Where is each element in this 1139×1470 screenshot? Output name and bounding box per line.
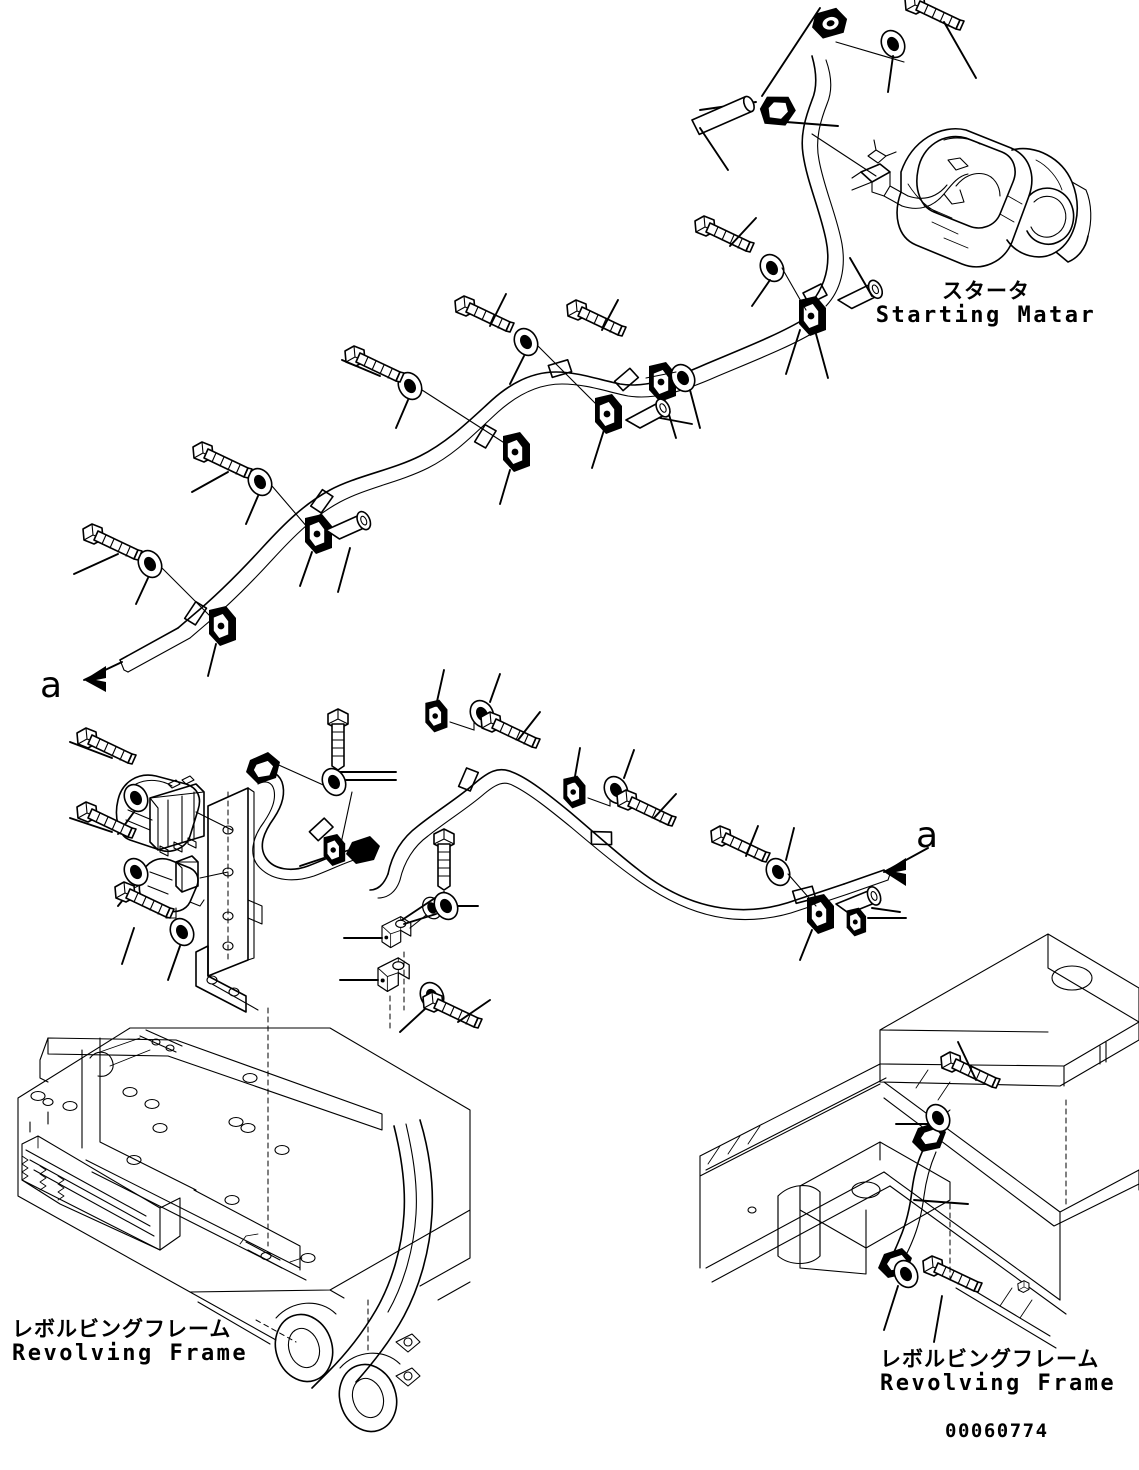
revolving-frame-right-caption-jp: レボルビングフレーム — [880, 1347, 1100, 1371]
section-mark-a-right: a — [916, 815, 939, 856]
bolt-low-1 — [480, 711, 541, 749]
battery-cable-upper — [119, 55, 844, 673]
section-a-right-arrow — [883, 847, 929, 886]
jumper-cable — [246, 752, 380, 881]
bolt-lb2 — [422, 991, 483, 1029]
upper-cable-assembly — [73, 0, 1092, 692]
bolt-5 — [192, 441, 253, 479]
sleeve-3 — [324, 506, 376, 543]
bolt-1 — [694, 215, 755, 253]
p-clamp-5 — [304, 513, 333, 555]
p-clamp-6 — [208, 605, 237, 647]
cable-elbow-lug — [759, 96, 796, 126]
bolt-jumper — [327, 708, 349, 771]
washer-relay-3 — [164, 913, 200, 951]
relay-bracket-assembly — [69, 708, 491, 1247]
revolving-frame-left-caption: レボルビングフレーム Revolving Frame — [12, 1317, 272, 1366]
p-clamp-4 — [502, 431, 531, 473]
revolving-frame-left-illustration — [17, 1027, 471, 1433]
section-a-left-arrow — [83, 661, 123, 692]
washer-jumper — [316, 763, 352, 801]
ground-cable-short — [878, 1122, 946, 1278]
bolt-low-3 — [710, 825, 771, 863]
sleeve-2 — [625, 395, 674, 429]
cable-terminal-lug-top — [810, 4, 849, 42]
washer-1 — [754, 249, 790, 287]
bolt-3 — [454, 295, 515, 333]
p-clamp-3 — [594, 393, 623, 435]
section-mark-a-left: a — [40, 665, 63, 706]
starting-motor-illustration — [851, 128, 1092, 268]
starting-motor-caption: スタータ Starting Matar — [846, 279, 1126, 328]
bolt-2 — [566, 299, 627, 337]
bolt-low-2 — [616, 789, 677, 827]
l-bracket-1 — [381, 916, 412, 949]
revolving-frame-right-illustration — [699, 907, 1139, 1349]
washer-3 — [508, 323, 544, 361]
revolving-frame-right-caption-en: Revolving Frame — [880, 1370, 1117, 1396]
p-clamp-1 — [798, 295, 827, 337]
frame-bolt-detail — [1017, 1280, 1030, 1293]
bolt-relay-3 — [114, 881, 175, 919]
bolt-top — [904, 0, 965, 31]
bolt-lb-upper — [433, 828, 455, 891]
revolving-frame-left-caption-jp: レボルビングフレーム — [12, 1317, 232, 1341]
lower-cable-assembly — [369, 669, 929, 961]
starting-motor-caption-en: Starting Matar — [875, 302, 1097, 328]
revolving-frame-right-caption: レボルビングフレーム Revolving Frame — [880, 1347, 1130, 1396]
drawing-number: 00060774 — [945, 1420, 1049, 1442]
l-bracket-2 — [377, 957, 410, 993]
p-clamp-right-frame — [846, 907, 867, 937]
starting-motor-caption-jp: スタータ — [942, 279, 1030, 303]
bolt-6 — [82, 523, 143, 561]
revolving-frame-left-caption-en: Revolving Frame — [12, 1340, 249, 1366]
bolt-gnd-bottom — [922, 1255, 983, 1293]
bolt-relay-1 — [76, 727, 137, 765]
step-grating — [21, 1111, 181, 1251]
